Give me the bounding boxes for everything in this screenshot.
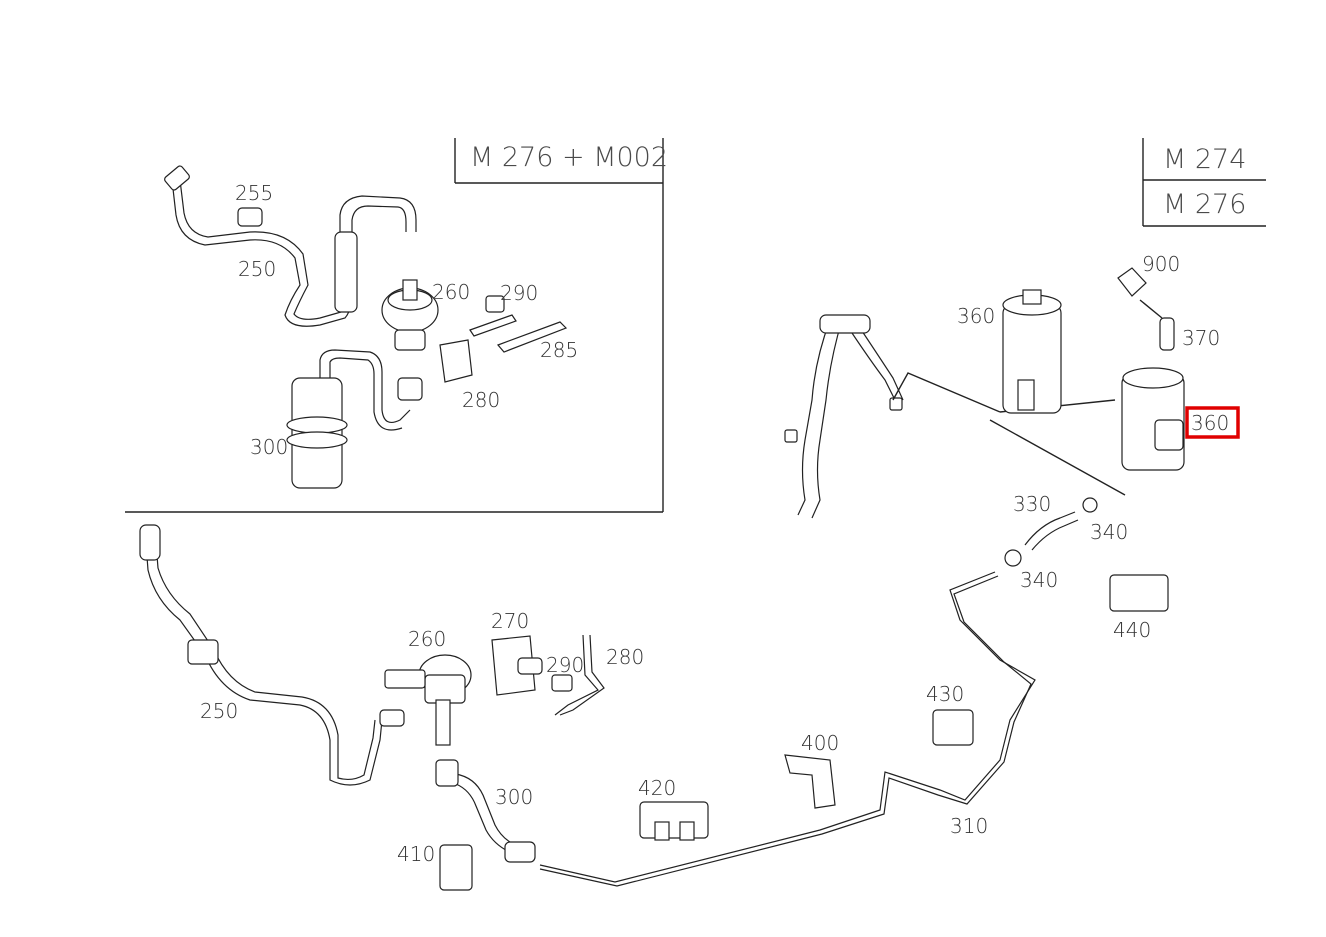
part-labels: 255 250 260 290 285 280 300 900 370 360 … xyxy=(200,181,1229,866)
highlight-box-360 xyxy=(1185,406,1240,439)
label-340-b: 340 xyxy=(1020,568,1058,592)
valve-260 xyxy=(379,654,472,746)
bracket-280 xyxy=(554,634,605,716)
label-440: 440 xyxy=(1113,618,1151,642)
variant-table: M 274 M 276 xyxy=(1142,138,1266,227)
inset-hose-lower xyxy=(319,349,423,431)
inset-hose-250 xyxy=(164,165,351,327)
part-430 xyxy=(932,709,974,746)
label-270: 270 xyxy=(491,609,529,633)
bracket-270 xyxy=(491,635,543,696)
label-inset-300: 300 xyxy=(250,435,288,459)
line-310 xyxy=(539,571,1036,887)
clamp-340-a xyxy=(1082,497,1098,513)
part-370 xyxy=(1159,317,1175,351)
label-inset-250: 250 xyxy=(238,257,276,281)
label-900: 900 xyxy=(1142,252,1180,276)
inset-hose-upper xyxy=(334,195,417,313)
inset-bracket-280 xyxy=(439,339,473,383)
canister-360-right xyxy=(1121,367,1185,471)
label-inset-280: 280 xyxy=(462,388,500,412)
label-360-right: 360 xyxy=(1191,411,1229,435)
label-370: 370 xyxy=(1182,326,1220,350)
canister-360-left xyxy=(1002,289,1062,414)
clamp-340-b xyxy=(1004,549,1022,567)
label-290: 290 xyxy=(546,653,584,677)
label-inset-290: 290 xyxy=(500,281,538,305)
part-420 xyxy=(639,801,709,841)
label-400: 400 xyxy=(801,731,839,755)
part-900 xyxy=(1117,267,1147,297)
inset-canister-300 xyxy=(286,377,348,489)
variant-label-m276: M 276 xyxy=(1163,189,1246,220)
label-inset-255: 255 xyxy=(235,181,273,205)
part-290 xyxy=(551,674,573,692)
label-inset-260: 260 xyxy=(432,280,470,304)
label-310: 310 xyxy=(950,814,988,838)
label-300: 300 xyxy=(495,785,533,809)
inset-bracket-285 xyxy=(469,314,568,353)
part-410 xyxy=(439,844,473,891)
hose-330 xyxy=(1024,511,1079,551)
inset-part-290 xyxy=(485,295,505,313)
label-360-left: 360 xyxy=(957,304,995,328)
label-250: 250 xyxy=(200,699,238,723)
label-inset-285: 285 xyxy=(540,338,578,362)
label-280: 280 xyxy=(606,645,644,669)
label-420: 420 xyxy=(638,776,676,800)
label-430: 430 xyxy=(926,682,964,706)
part-400 xyxy=(784,754,836,809)
inset-part-255 xyxy=(237,207,263,227)
inset-valve-260 xyxy=(381,279,439,351)
label-410: 410 xyxy=(397,842,435,866)
hose-300 xyxy=(435,759,536,863)
hose-250 xyxy=(139,524,383,786)
label-260: 260 xyxy=(408,627,446,651)
label-330: 330 xyxy=(1013,492,1051,516)
variant-label-m274: M 274 xyxy=(1163,144,1246,175)
part-440 xyxy=(1109,574,1169,612)
harness xyxy=(784,314,904,519)
inset-variant-label: M 276 + M002 xyxy=(470,142,668,173)
inset-frame: M 276 + M002 xyxy=(125,138,668,513)
label-340-a: 340 xyxy=(1090,520,1128,544)
